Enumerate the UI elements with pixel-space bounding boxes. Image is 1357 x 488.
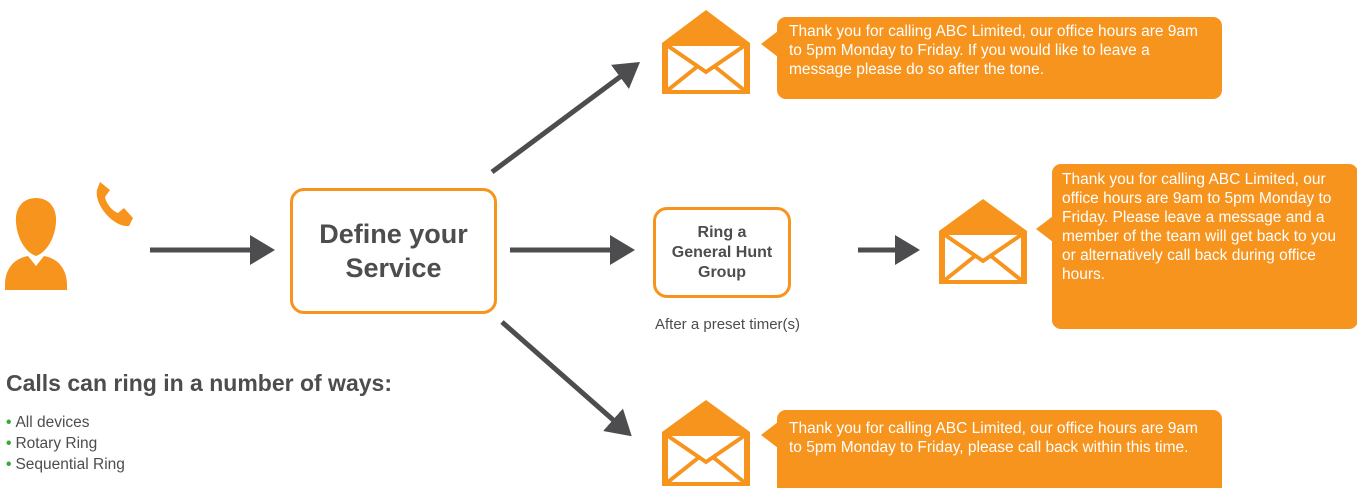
ring-option-label: All devices bbox=[15, 414, 90, 431]
arrow-service-to-top-message bbox=[490, 62, 641, 175]
envelope-icon bbox=[662, 10, 750, 94]
arrow-service-to-bottom-message bbox=[500, 320, 632, 437]
ring-options-title: Calls can ring in a number of ways: bbox=[6, 370, 392, 396]
ring-option-label: Sequential Ring bbox=[15, 456, 125, 473]
define-service-box: Define your Service bbox=[290, 188, 497, 314]
hunt-group-label: Ring a General Hunt Group bbox=[671, 223, 773, 281]
envelope-icon bbox=[662, 400, 750, 486]
define-service-label: Define your Service bbox=[319, 219, 468, 283]
timer-caption: After a preset timer(s) bbox=[655, 316, 801, 333]
list-item: •Sequential Ring bbox=[6, 456, 125, 473]
list-item: •All devices bbox=[6, 414, 90, 431]
message-bubble-top: Thank you for calling ABC Limited, our o… bbox=[761, 17, 1222, 99]
caller-icon bbox=[5, 198, 67, 290]
envelope-icon bbox=[939, 199, 1027, 284]
message-bubble-bottom: Thank you for calling ABC Limited, our o… bbox=[761, 410, 1222, 488]
ring-option-label: Rotary Ring bbox=[15, 435, 98, 452]
phone-handset-icon bbox=[96, 182, 133, 227]
list-item: •Rotary Ring bbox=[6, 435, 98, 452]
ring-options-list: •All devices •Rotary Ring •Sequential Ri… bbox=[6, 412, 125, 475]
message-bubble-middle: Thank you for calling ABC Limited, our o… bbox=[1036, 164, 1357, 329]
hunt-group-box: Ring a General Hunt Group bbox=[653, 207, 791, 298]
arrows bbox=[150, 62, 920, 437]
